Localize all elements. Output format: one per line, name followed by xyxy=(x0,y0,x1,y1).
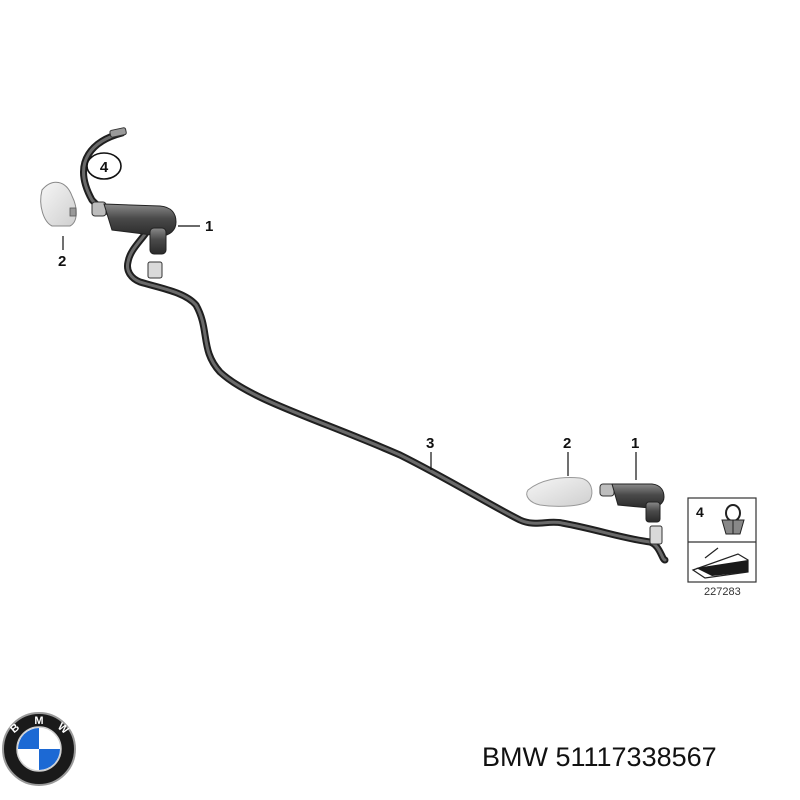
callout-nozzle-right: 1 xyxy=(631,435,639,452)
callout-cover-left: 2 xyxy=(58,253,66,270)
legend-box: 4 xyxy=(687,497,757,583)
part-number-caption: BMW 51117338567 xyxy=(482,742,717,772)
callout-hose: 3 xyxy=(426,435,434,452)
reference-number: 227283 xyxy=(704,586,741,598)
nozzle-cover-left xyxy=(40,181,77,227)
washer-nozzle-left xyxy=(91,201,177,279)
callout-clip-top: 4 xyxy=(100,159,109,176)
clip-icon xyxy=(721,504,745,535)
nozzle-cover-right xyxy=(526,477,593,507)
logo-letter-m: M xyxy=(34,715,43,727)
bmw-logo: B M W xyxy=(2,712,76,786)
callout-nozzle-left: 1 xyxy=(205,218,213,235)
arrow-wedge-icon xyxy=(691,547,749,579)
callout-cover-right: 2 xyxy=(563,435,571,452)
callout-leaders xyxy=(62,225,637,480)
legend-item-number: 4 xyxy=(696,504,704,520)
clip-marker-top: 4 xyxy=(86,152,122,180)
washer-nozzle-right xyxy=(599,483,665,545)
